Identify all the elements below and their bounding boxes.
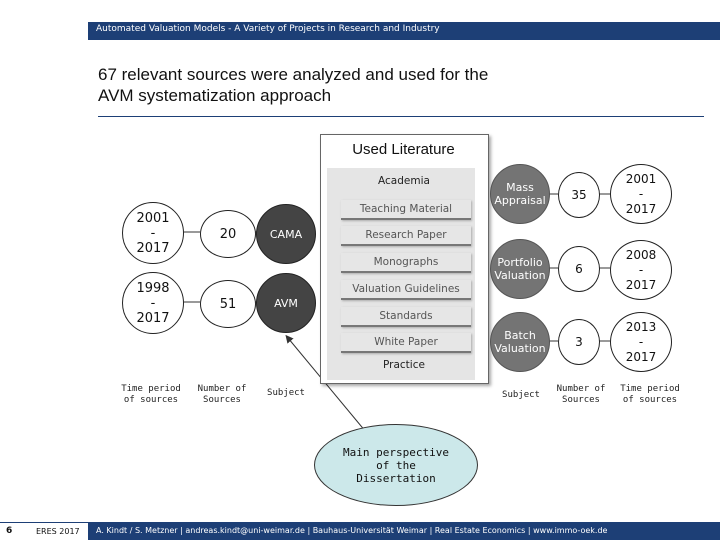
lit-white-paper: White Paper [341, 333, 471, 353]
footer-left: 6 ERES 2017 [0, 522, 88, 541]
subject-batch-valuation: Batch Valuation [490, 312, 550, 372]
title-line-1: 67 relevant sources were analyzed and us… [98, 65, 489, 84]
used-literature-title: Used Literature [352, 141, 455, 158]
period-avm: 1998 - 2017 [122, 272, 184, 334]
header-bar [0, 0, 720, 40]
footer-text: A. Kindt / S. Metzner | andreas.kindt@un… [96, 526, 608, 535]
subject-portfolio-valuation: Portfolio Valuation [490, 239, 550, 299]
period-cama: 2001 - 2017 [122, 202, 184, 264]
count-cama: 20 [200, 210, 256, 258]
caption-number-left: Number of Sources [197, 384, 247, 405]
footer-band: A. Kindt / S. Metzner | andreas.kindt@un… [88, 522, 720, 540]
lit-research-paper: Research Paper [341, 226, 471, 246]
perspective-arrow [285, 334, 367, 433]
lit-standards: Standards [341, 307, 471, 327]
main-perspective-ellipse: Main perspective of the Dissertation [314, 424, 478, 506]
period-portfolio-valuation: 2008 - 2017 [610, 240, 672, 300]
caption-number-right: Number of Sources [556, 384, 606, 405]
practice-label: Practice [383, 359, 425, 371]
caption-subject-right: Subject [502, 390, 540, 400]
subject-cama: CAMA [256, 204, 316, 264]
academia-label: Academia [378, 175, 430, 187]
page-number: 6 [6, 526, 13, 536]
count-avm: 51 [200, 280, 256, 328]
lit-monographs: Monographs [341, 253, 471, 273]
title-rule [98, 116, 704, 117]
header-text: Automated Valuation Models - A Variety o… [96, 24, 440, 34]
period-mass-appraisal: 2001 - 2017 [610, 164, 672, 224]
slide-title: 67 relevant sources were analyzed and us… [98, 64, 698, 106]
caption-time-left: Time period of sources [121, 384, 181, 405]
footer: 6 ERES 2017 A. Kindt / S. Metzner | andr… [0, 522, 720, 541]
subject-mass-appraisal: Mass Appraisal [490, 164, 550, 224]
conference-label: ERES 2017 [36, 527, 80, 536]
lit-teaching-material: Teaching Material [341, 200, 471, 220]
title-line-2: AVM systematization approach [98, 86, 332, 105]
subject-avm: AVM [256, 273, 316, 333]
count-batch-valuation: 3 [558, 319, 600, 365]
caption-subject-left: Subject [267, 388, 305, 398]
count-mass-appraisal: 35 [558, 172, 600, 218]
count-portfolio-valuation: 6 [558, 246, 600, 292]
header-band [88, 22, 720, 40]
caption-time-right: Time period of sources [620, 384, 680, 405]
lit-valuation-guidelines: Valuation Guidelines [341, 280, 471, 300]
period-batch-valuation: 2013 - 2017 [610, 312, 672, 372]
